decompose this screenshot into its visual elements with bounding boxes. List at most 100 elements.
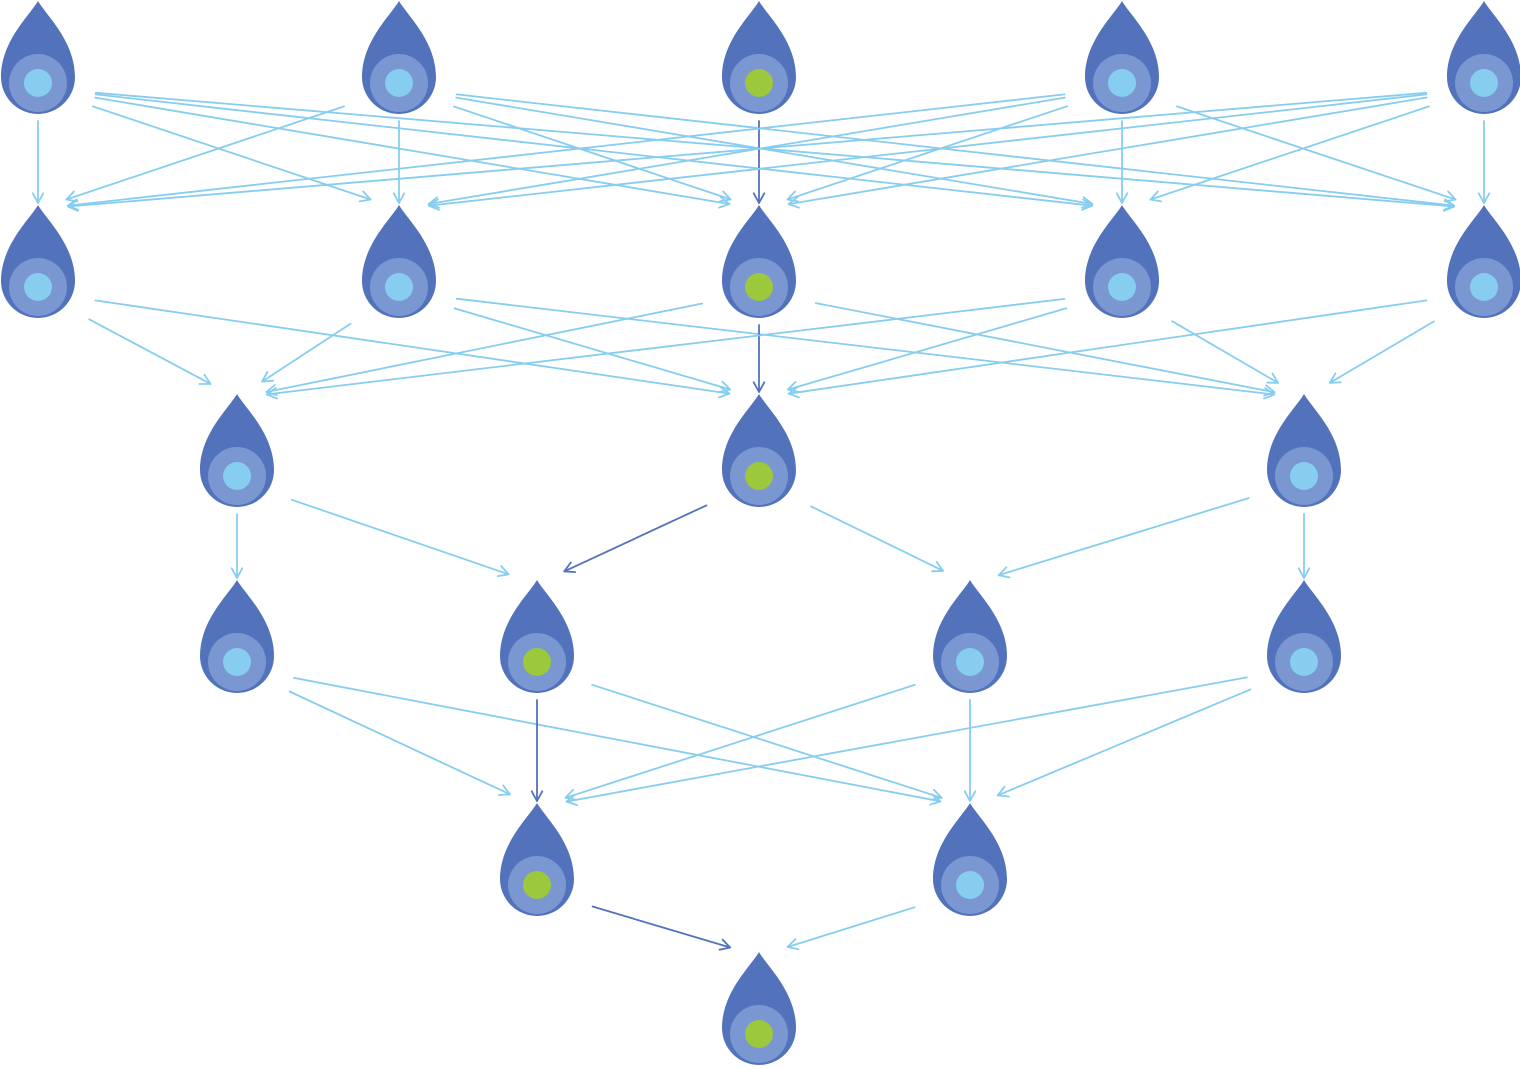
arrowhead-icon [358, 190, 372, 203]
edge-line [786, 307, 1068, 391]
node-n4-2 [500, 580, 574, 693]
node-n2-4 [1085, 205, 1159, 318]
edge-n1-1-to-n2-1 [31, 120, 45, 204]
edge-n4-3-to-n5-1 [564, 683, 916, 801]
arrowhead-icon [718, 380, 732, 393]
arrowhead-icon [752, 381, 766, 393]
node-n3-2 [722, 394, 796, 507]
core-dot [1290, 648, 1318, 676]
edge-line [265, 297, 1066, 396]
edge-line [787, 96, 1428, 206]
arrowhead-icon [497, 784, 511, 796]
edge-line [88, 318, 212, 385]
edge-line [1329, 320, 1435, 384]
node-n2-5 [1447, 205, 1520, 318]
node-n2-1 [1, 205, 75, 318]
edge-n1-5-to-n2-1 [67, 91, 1428, 212]
edge-n2-2-to-n3-1 [261, 322, 352, 383]
edge-line [265, 302, 704, 393]
node-n1-5 [1447, 1, 1520, 114]
edge-line [564, 683, 916, 799]
arrowhead-icon [496, 565, 510, 577]
edge-line [563, 504, 708, 573]
arrowhead-icon [931, 561, 944, 573]
arrowhead-icon [265, 387, 278, 400]
edge-line [92, 105, 372, 201]
arrowhead-icon [787, 196, 800, 209]
active-core-dot [745, 1020, 773, 1048]
node-n4-1 [200, 580, 274, 693]
arrowhead-icon [261, 370, 275, 383]
edge-n2-2-to-n3-3 [455, 297, 1276, 400]
node-n1-2 [362, 1, 436, 114]
edge-n1-4-to-n2-2 [427, 96, 1066, 209]
edge-line [94, 299, 731, 395]
core-dot [24, 69, 52, 97]
arrowhead-icon [564, 788, 578, 801]
edge-n4-1-to-n5-1 [288, 690, 511, 796]
core-dot [956, 871, 984, 899]
node-n6-1 [722, 952, 796, 1065]
node-n5-2 [933, 803, 1007, 916]
edge-line [427, 96, 1066, 205]
arrowhead-icon [718, 938, 732, 951]
edge-line [94, 96, 731, 205]
edge-n1-2-to-n2-2 [392, 120, 406, 204]
arrowhead-icon [198, 373, 212, 385]
arrowhead-icon [1477, 192, 1491, 204]
edge-line [455, 96, 1094, 205]
arrowhead-icon [1266, 372, 1279, 384]
node-n1-3 [722, 1, 796, 114]
edge-n2-4-to-n3-1 [265, 297, 1066, 400]
arrowhead-icon [752, 192, 766, 204]
edge-n2-1-to-n3-1 [88, 318, 212, 385]
active-core-dot [745, 273, 773, 301]
edge-n2-5-to-n3-3 [1329, 320, 1435, 384]
edge-line [453, 307, 732, 391]
arrowhead-icon [1297, 567, 1311, 579]
core-dot [223, 462, 251, 490]
edge-n1-4-to-n2-5 [1176, 105, 1457, 203]
edge-n3-3-to-n4-3 [997, 497, 1250, 579]
edge-line [1171, 320, 1279, 384]
edge-line [1149, 105, 1430, 201]
edge-line [293, 677, 942, 803]
arrowhead-icon [786, 190, 800, 203]
active-core-dot [745, 462, 773, 490]
arrowhead-icon [1149, 190, 1163, 203]
edge-n2-4-to-n3-2 [786, 307, 1068, 393]
arrowhead-icon [1081, 198, 1094, 211]
edge-n3-3-to-n4-4 [1297, 513, 1311, 579]
core-dot [1470, 69, 1498, 97]
active-core-dot [745, 69, 773, 97]
edge-line [453, 105, 732, 201]
edge-line [815, 302, 1276, 394]
arrowhead-icon [230, 567, 244, 579]
edge-n3-2-to-n4-2 [563, 504, 708, 573]
edge-n2-1-to-n3-2 [94, 299, 731, 399]
node-n1-4 [1085, 1, 1159, 114]
edge-n1-3-to-n2-3 [752, 120, 766, 204]
arrowhead-icon [1443, 190, 1457, 203]
node-n4-4 [1267, 580, 1341, 693]
edge-n1-1-to-n2-2 [92, 105, 372, 203]
arrowhead-icon [996, 785, 1010, 798]
core-dot [24, 273, 52, 301]
arrowhead-icon [67, 199, 79, 212]
active-core-dot [523, 648, 551, 676]
node-n3-1 [200, 394, 274, 507]
arrowhead-icon [997, 566, 1011, 579]
arrowhead-icon [427, 196, 440, 209]
edges-group [31, 91, 1491, 951]
arrowhead-icon [1115, 192, 1129, 204]
core-dot [385, 69, 413, 97]
arrowhead-icon [565, 793, 578, 806]
arrowhead-icon [1263, 384, 1276, 397]
edge-line [810, 505, 944, 572]
edge-n1-4-to-n2-4 [1115, 120, 1129, 204]
arrowhead-icon [392, 192, 406, 204]
arrowhead-icon [1081, 196, 1094, 209]
edge-n2-3-to-n3-3 [815, 302, 1276, 397]
arrowhead-icon [563, 561, 577, 573]
